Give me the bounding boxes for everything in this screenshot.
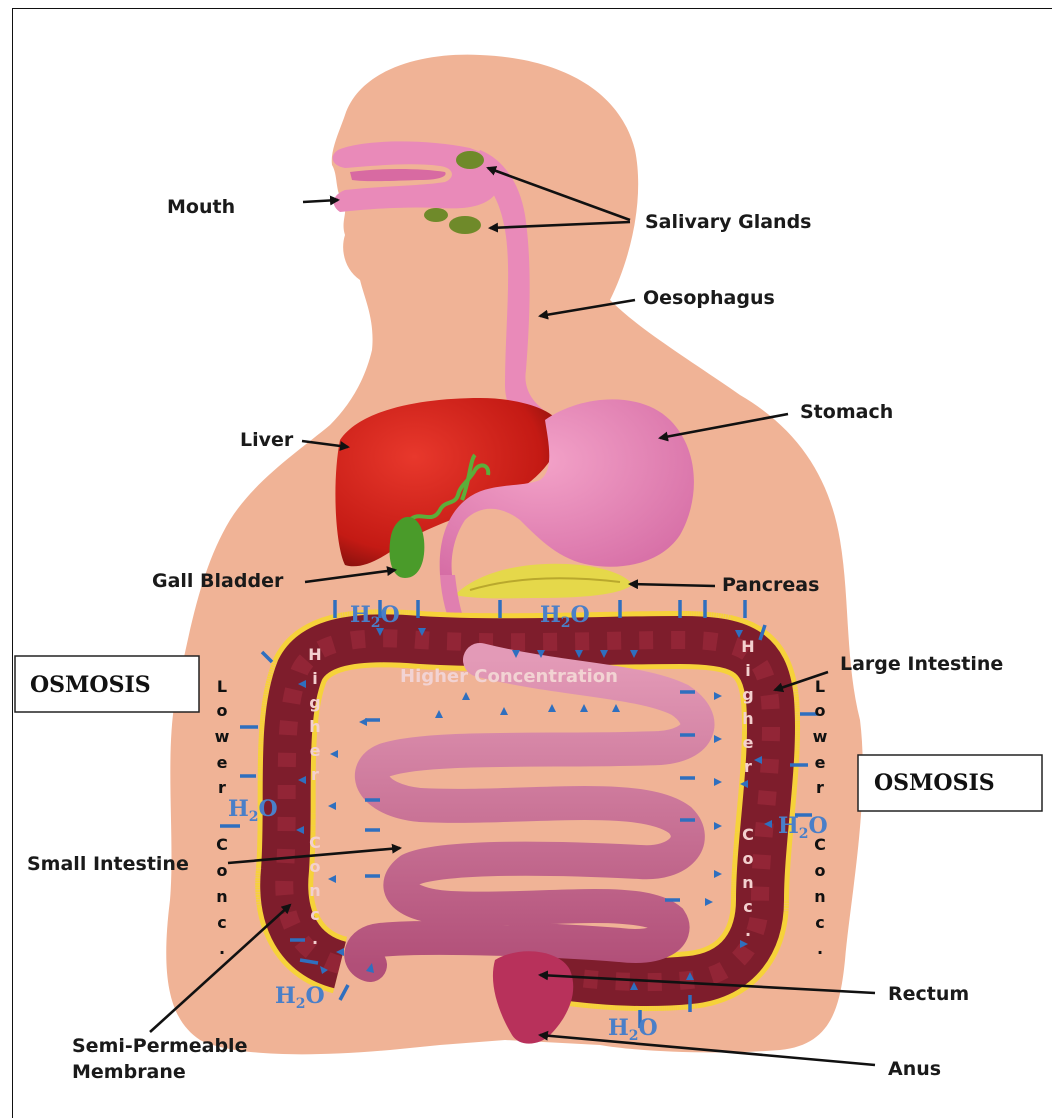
svg-text:w: w — [813, 727, 828, 746]
svg-text:C: C — [309, 833, 321, 852]
small-intestine-label: Small Intestine — [27, 853, 189, 875]
svg-text:c: c — [743, 897, 752, 916]
svg-text:e: e — [743, 733, 754, 752]
svg-text:.: . — [312, 929, 318, 948]
svg-text:c: c — [310, 905, 319, 924]
svg-text:n: n — [742, 873, 753, 892]
svg-text:n: n — [309, 881, 320, 900]
osmosis-left-text: OSMOSIS — [30, 672, 151, 698]
svg-text:h: h — [742, 709, 753, 728]
svg-text:n: n — [216, 887, 227, 906]
svg-text:C: C — [814, 835, 826, 854]
liver-label: Liver — [240, 429, 294, 451]
svg-text:H: H — [741, 637, 754, 656]
svg-text:r: r — [311, 765, 319, 784]
semi-permeable-label: Semi-Permeable — [72, 1035, 247, 1057]
svg-text:o: o — [217, 861, 228, 880]
pancreas-label: Pancreas — [722, 574, 819, 596]
rectum-label: Rectum — [888, 983, 969, 1005]
svg-text:n: n — [814, 887, 825, 906]
svg-text:o: o — [815, 701, 826, 720]
svg-text:.: . — [745, 921, 751, 940]
svg-text:o: o — [310, 857, 321, 876]
svg-text:H: H — [308, 645, 321, 664]
gall-bladder-label: Gall Bladder — [152, 570, 284, 592]
stomach-label: Stomach — [800, 401, 893, 423]
membrane-label: Membrane — [72, 1061, 186, 1083]
svg-text:c: c — [217, 913, 226, 932]
svg-text:.: . — [817, 939, 823, 958]
svg-text:L: L — [217, 677, 227, 696]
svg-text:o: o — [217, 701, 228, 720]
osmosis-box-left: OSMOSIS — [15, 656, 199, 712]
large-intestine-label: Large Intestine — [840, 653, 1003, 675]
svg-text:c: c — [815, 913, 824, 932]
svg-text:C: C — [742, 825, 754, 844]
osmosis-right-text: OSMOSIS — [874, 770, 995, 796]
mouth-label: Mouth — [167, 196, 235, 218]
anus-label: Anus — [888, 1058, 941, 1080]
svg-text:r: r — [816, 778, 824, 797]
svg-text:L: L — [815, 677, 825, 696]
oesophagus-label: Oesophagus — [643, 287, 775, 309]
salivary-glands-label: Salivary Glands — [645, 211, 811, 233]
svg-text:r: r — [218, 778, 226, 797]
svg-text:r: r — [744, 757, 752, 776]
svg-text:o: o — [743, 849, 754, 868]
svg-text:h: h — [309, 717, 320, 736]
higher-concentration-label: Higher Concentration — [400, 666, 618, 687]
svg-text:g: g — [742, 685, 753, 704]
svg-text:e: e — [815, 753, 826, 772]
svg-text:e: e — [217, 753, 228, 772]
svg-text:i: i — [312, 669, 317, 688]
svg-text:g: g — [309, 693, 320, 712]
osmosis-box-right: OSMOSIS — [858, 755, 1042, 811]
svg-text:i: i — [745, 661, 750, 680]
svg-text:o: o — [815, 861, 826, 880]
svg-text:e: e — [310, 741, 321, 760]
svg-text:w: w — [215, 727, 230, 746]
svg-text:C: C — [216, 835, 228, 854]
svg-text:.: . — [219, 939, 225, 958]
